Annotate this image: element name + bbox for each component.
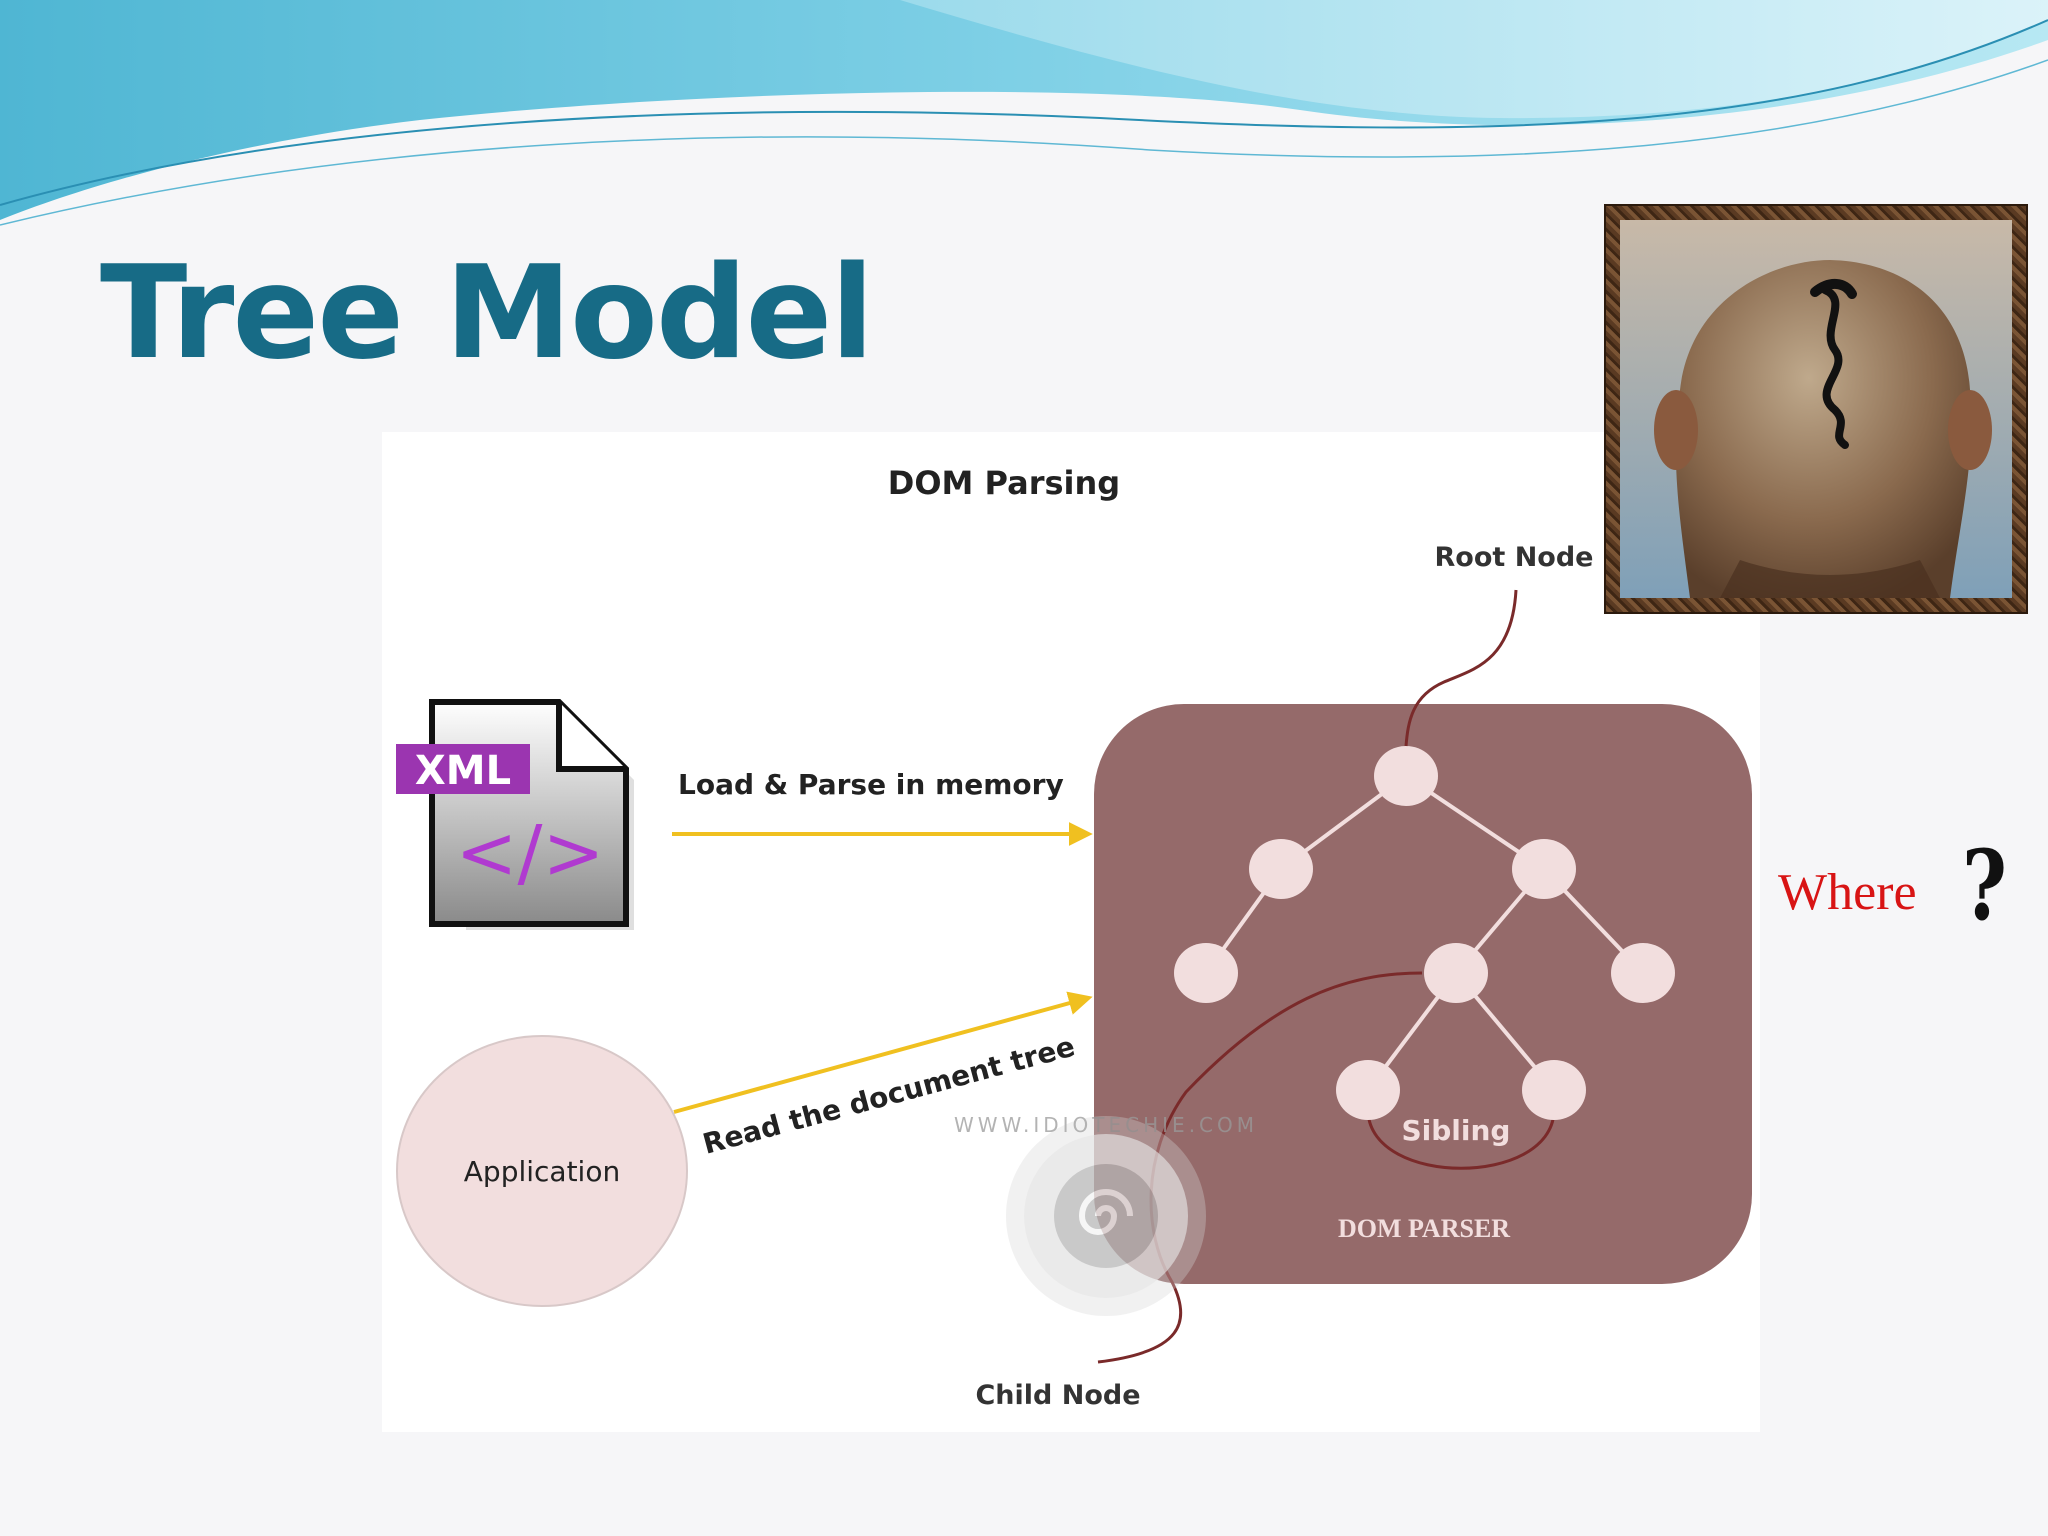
read-arrow	[673, 991, 1093, 1114]
tree-node	[1174, 943, 1238, 1003]
application-node	[396, 1035, 688, 1307]
read-label: Read the document tree	[699, 1030, 1078, 1161]
sibling-label: Sibling	[1402, 1114, 1511, 1147]
tree-nodes	[1174, 746, 1675, 1120]
diagram-panel: DOM Parsing	[382, 432, 1760, 1432]
xml-badge-text: XML	[415, 748, 511, 794]
head-photo-image	[1620, 220, 2012, 598]
child-node-label: Child Node	[975, 1380, 1140, 1411]
root-node-label: Root Node	[1435, 542, 1594, 573]
tree-node	[1249, 839, 1313, 899]
tree-node	[1512, 839, 1576, 899]
header-waves	[0, 0, 2048, 226]
dom-parser-label: DOM PARSER	[1338, 1214, 1510, 1243]
watermark-text: WWW.IDIOTECHIE.COM	[954, 1113, 1258, 1137]
root-node-connector	[1404, 589, 1518, 747]
tree-node	[1336, 1060, 1400, 1120]
xml-badge	[396, 744, 530, 794]
xml-code-glyph: </>	[456, 810, 605, 896]
tree-node	[1424, 943, 1488, 1003]
load-label: Load & Parse in memory	[678, 768, 1064, 801]
application-label: Application	[464, 1155, 620, 1188]
photo-frame	[1604, 204, 2028, 614]
diagram-title: DOM Parsing	[888, 464, 1120, 502]
tree-node	[1611, 943, 1675, 1003]
xml-file-icon: XML </>	[396, 699, 634, 930]
where-label: Where	[1778, 864, 1917, 921]
sibling-arc	[1366, 1111, 1556, 1170]
question-mark-icon: ?	[1962, 829, 2007, 942]
dom-parsing-diagram: DOM Parsing	[396, 464, 1752, 1411]
tree-node-root	[1374, 746, 1438, 806]
slide-title: Tree Model	[100, 239, 874, 388]
watermark-logo-icon: WWW.IDIOTECHIE.COM	[954, 1113, 1258, 1316]
tree-node	[1522, 1060, 1586, 1120]
